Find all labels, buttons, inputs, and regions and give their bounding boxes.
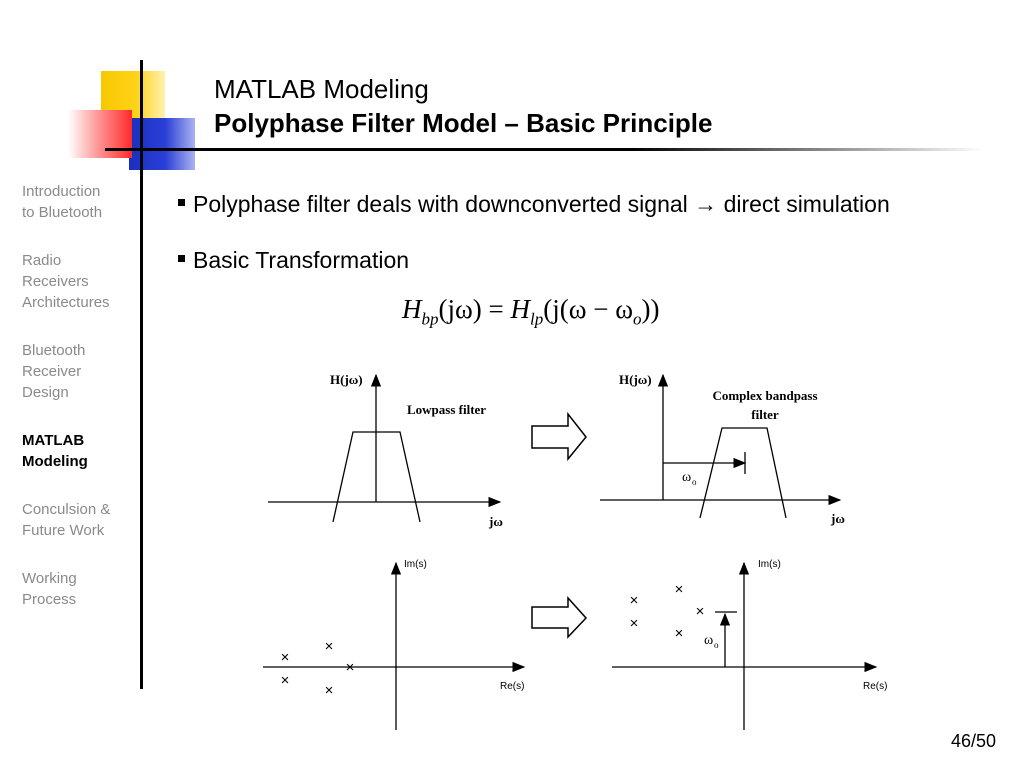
pole-marker: × <box>325 638 334 655</box>
pole-marker: × <box>675 625 684 642</box>
pz-left-plot <box>263 561 526 730</box>
pz-right-xlabel: Re(s) <box>863 681 887 692</box>
formula-h: H <box>402 294 422 324</box>
bullet-marker-icon <box>178 255 185 263</box>
formula-o: o <box>632 309 642 329</box>
bandpass-plot <box>600 373 842 519</box>
bullet-marker-icon <box>178 199 185 207</box>
decor-horizontal-rule <box>105 148 985 151</box>
pz-left-ylabel: Im(s) <box>404 559 427 570</box>
pz-right-plot <box>612 561 878 730</box>
lowpass-xlabel: jω <box>488 514 503 529</box>
bullet-text: Polyphase filter deals with downconverte… <box>193 191 688 217</box>
pole-marker: × <box>630 592 639 609</box>
pole-marker: × <box>696 603 705 620</box>
pole-marker: × <box>325 682 334 699</box>
bullet-polyphase: Polyphase filter deals with downconverte… <box>178 190 890 218</box>
right-arrow-icon: → <box>694 191 718 217</box>
transform-arrow-icon <box>531 596 588 639</box>
formula-right-arg: (j(ω − ω <box>543 294 633 324</box>
bandpass-xlabel: jω <box>830 511 845 526</box>
sidebar-item-matlab-modeling[interactable]: MATLAB Modeling <box>22 432 88 470</box>
lowpass-response <box>332 431 421 523</box>
sidebar-item-working-process[interactable]: Working Process <box>22 570 77 608</box>
formula-close: )) <box>641 294 660 324</box>
sidebar-item-bluetooth-receiver[interactable]: Bluetooth Receiver Design <box>22 342 86 401</box>
transform-arrow-icon <box>531 411 587 462</box>
sidebar-item-conclusion[interactable]: Conculsion & Future Work <box>22 501 111 539</box>
pz-right-shift-sub: o <box>714 640 719 650</box>
pole-marker: × <box>630 615 639 632</box>
pole-marker: × <box>281 649 290 666</box>
bandpass-caption-1: Complex bandpass <box>712 388 817 403</box>
pz-right-ylabel: Im(s) <box>758 559 781 570</box>
formula-bp: bp <box>421 309 439 329</box>
lowpass-ylabel: H(jω) <box>330 372 363 387</box>
pz-right-shift-label: ω <box>704 633 713 648</box>
formula-h2: H <box>510 294 530 324</box>
pole-marker: × <box>281 672 290 689</box>
page-number: 46/50 <box>950 731 996 751</box>
sidebar-item-radio-receivers[interactable]: Radio Receivers Architectures <box>22 252 110 311</box>
lowpass-caption: Lowpass filter <box>407 402 486 417</box>
pz-right-poles: × × × × × <box>630 581 705 642</box>
bandpass-shift-sub: o <box>692 477 697 487</box>
formula-lp: lp <box>529 309 544 329</box>
slide-subtitle: Polyphase Filter Model – Basic Principle <box>214 108 713 138</box>
lowpass-plot <box>268 373 502 523</box>
bandpass-caption-2: filter <box>751 407 779 422</box>
pole-marker: × <box>346 659 355 676</box>
slide-title: MATLAB Modeling <box>214 74 429 104</box>
formula-left-arg: (jω) = <box>438 294 511 324</box>
sidebar-item-introduction[interactable]: Introduction to Bluetooth <box>22 183 103 221</box>
transformation-formula: Hbp(jω) = Hlp(j(ω − ωo)) <box>402 294 659 329</box>
bullet-basic-transformation: Basic Transformation <box>178 246 409 274</box>
bullet-text: Basic Transformation <box>193 247 410 273</box>
pole-marker: × <box>675 581 684 598</box>
pz-left-poles: × × × × × <box>281 638 355 699</box>
pz-left-xlabel: Re(s) <box>500 681 524 692</box>
bandpass-ylabel: H(jω) <box>619 372 652 387</box>
bandpass-response <box>699 427 787 519</box>
decor-vertical-rule <box>140 60 143 689</box>
bandpass-shift-label: ω <box>682 470 691 485</box>
bullet-tail-text: direct simulation <box>723 191 890 217</box>
sidebar-nav: Introduction to Bluetooth Radio Receiver… <box>22 181 137 637</box>
